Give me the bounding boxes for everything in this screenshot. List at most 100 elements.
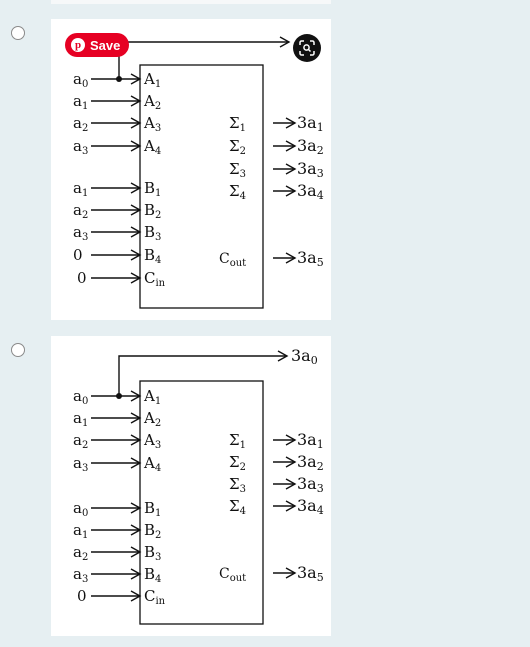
top-wire-arrowhead: [277, 350, 289, 362]
input-label-a1: a1: [73, 409, 88, 429]
output-label-2: 3a2: [297, 452, 324, 473]
option-2-radio[interactable]: [11, 343, 25, 357]
pin-b3: B3: [144, 223, 161, 243]
input-b3-arrowhead: [130, 568, 142, 580]
input-a1-arrowhead: [130, 412, 142, 424]
output-label-cout: 3a5: [297, 248, 324, 269]
sum-pin-1: Σ1: [229, 114, 246, 134]
input-label-a0: a0: [73, 387, 88, 407]
input-label-b2: a3: [73, 223, 88, 243]
save-button-label: Save: [90, 37, 121, 53]
top-wire: [118, 355, 287, 396]
pin-a3: A3: [143, 114, 161, 134]
input-cin-arrowhead: [130, 590, 142, 602]
pin-b1: B1: [144, 179, 161, 199]
sum-pin-2: Σ2: [229, 137, 246, 157]
output-2-arrowhead: [285, 456, 297, 468]
output-label-3: 3a3: [297, 474, 324, 495]
pinterest-icon: p: [71, 38, 85, 52]
pin-cin: Cin: [144, 587, 166, 607]
pin-b2: B2: [144, 521, 161, 541]
output-label-1: 3a1: [297, 430, 324, 451]
input-label-a2: a2: [73, 431, 88, 451]
input-b2-arrowhead: [130, 546, 142, 558]
output-label-2: 3a2: [297, 136, 324, 157]
input-label-b0: a0: [73, 499, 88, 519]
output-3-arrowhead: [285, 478, 297, 490]
output-1-arrowhead: [285, 434, 297, 446]
sum-pin-4: Σ4: [229, 497, 246, 517]
sum-pin-4: Σ4: [229, 182, 246, 202]
input-b3-arrowhead: [130, 249, 142, 261]
input-cin-arrowhead: [130, 272, 142, 284]
input-b1-arrowhead: [130, 524, 142, 536]
output-3-arrowhead: [285, 163, 297, 175]
output-label-3: 3a3: [297, 159, 324, 180]
adder-block: [139, 64, 264, 309]
input-b0-arrowhead: [130, 502, 142, 514]
pin-a2: A2: [143, 92, 161, 112]
output-cout-arrowhead: [285, 252, 297, 264]
cout-pin: Cout: [219, 251, 246, 269]
input-b0-arrowhead: [130, 182, 142, 194]
input-label-b0: a1: [73, 179, 88, 199]
output-label-4: 3a4: [297, 496, 324, 517]
save-button[interactable]: p Save: [65, 33, 130, 57]
previous-card-edge: [51, 0, 331, 4]
pin-a1: A1: [143, 70, 161, 90]
output-label-cout: 3a5: [297, 563, 324, 584]
input-label-a3: a3: [73, 137, 88, 157]
output-label-top: 3a0: [291, 346, 318, 367]
pin-a4: A4: [143, 137, 161, 157]
output-cout-arrowhead: [285, 567, 297, 579]
input-a1-arrowhead: [130, 95, 142, 107]
input-b2-arrowhead: [130, 226, 142, 238]
pin-cin: Cin: [144, 269, 166, 289]
input-label-b2: a2: [73, 543, 88, 563]
pin-b1: B1: [144, 499, 161, 519]
sum-pin-3: Σ3: [229, 475, 246, 495]
input-b1-arrowhead: [130, 204, 142, 216]
input-label-cin: 0: [77, 587, 87, 605]
visual-search-icon: [299, 40, 315, 56]
input-a3-arrowhead: [130, 457, 142, 469]
input-label-a0: a0: [73, 70, 88, 90]
input-label-b1: a2: [73, 201, 88, 221]
sum-pin-3: Σ3: [229, 160, 246, 180]
pin-b4: B4: [144, 565, 161, 585]
input-a0-arrowhead: [130, 390, 142, 402]
input-a2-arrowhead: [130, 434, 142, 446]
input-a2-arrowhead: [130, 117, 142, 129]
input-a0-arrowhead: [130, 73, 142, 85]
input-label-b1: a1: [73, 521, 88, 541]
pin-a2: A2: [143, 409, 161, 429]
cout-pin: Cout: [219, 566, 246, 584]
output-label-1: 3a1: [297, 113, 324, 134]
option-1-radio[interactable]: [11, 26, 25, 40]
pin-a3: A3: [143, 431, 161, 451]
pin-a4: A4: [143, 454, 161, 474]
top-wire-arrowhead: [279, 36, 291, 48]
input-label-b3: 0: [73, 246, 83, 264]
input-a3-arrowhead: [130, 140, 142, 152]
output-2-arrowhead: [285, 140, 297, 152]
input-label-cin: 0: [77, 269, 87, 287]
sum-pin-2: Σ2: [229, 453, 246, 473]
pin-b2: B2: [144, 201, 161, 221]
output-label-4: 3a4: [297, 181, 324, 202]
sum-pin-1: Σ1: [229, 431, 246, 451]
output-4-arrowhead: [285, 185, 297, 197]
pin-b4: B4: [144, 246, 161, 266]
adder-block: [139, 380, 264, 625]
pin-a1: A1: [143, 387, 161, 407]
pin-b3: B3: [144, 543, 161, 563]
visual-search-button[interactable]: [293, 34, 321, 62]
output-4-arrowhead: [285, 500, 297, 512]
input-label-a3: a3: [73, 454, 88, 474]
input-label-a2: a2: [73, 114, 88, 134]
input-label-b3: a3: [73, 565, 88, 585]
